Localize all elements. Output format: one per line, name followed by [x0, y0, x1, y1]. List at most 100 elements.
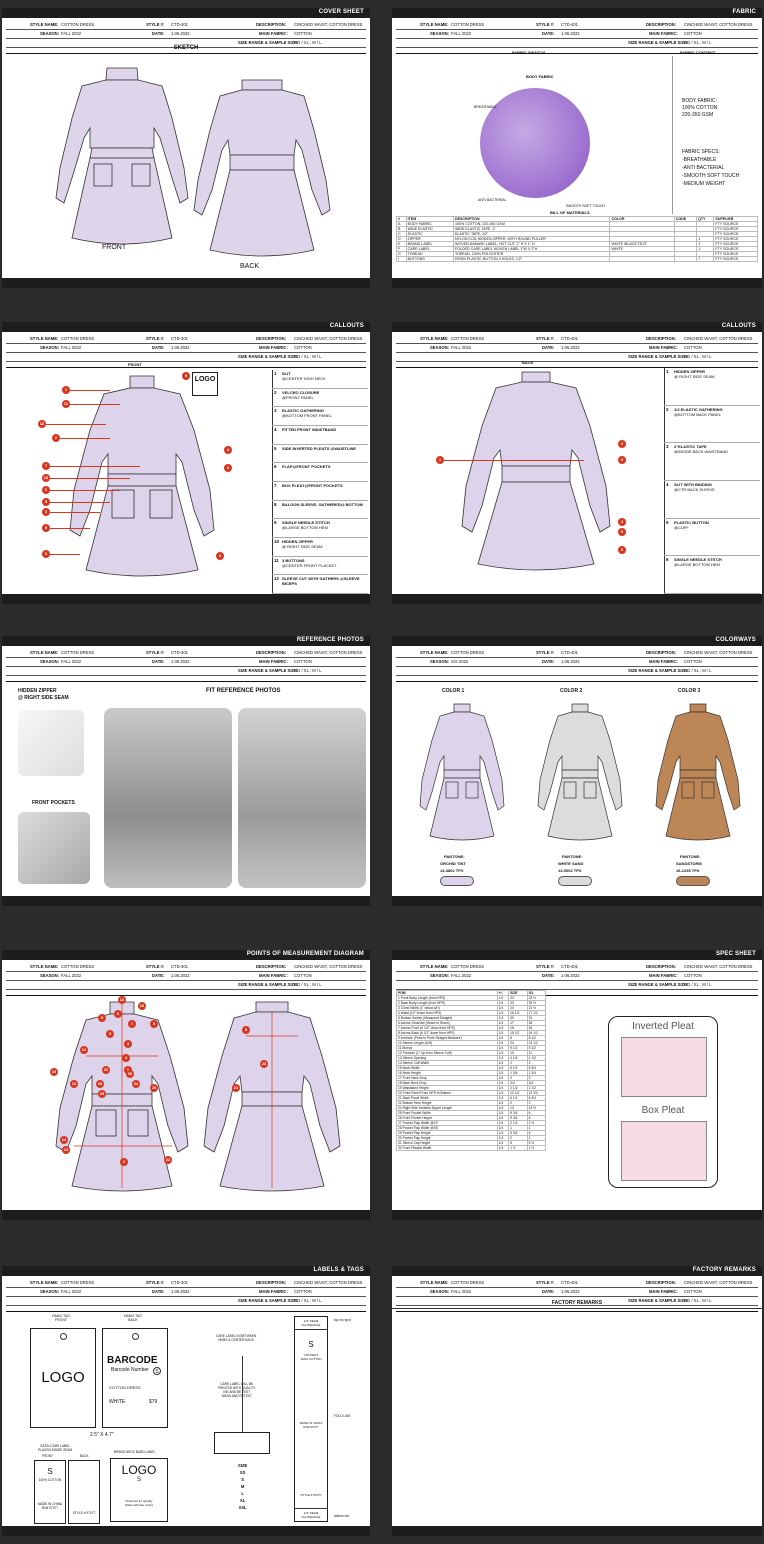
callout-title: 2"ELASTIC TAPE: [674, 444, 707, 450]
callout-text: BALOON SLEEVE, GATHERED@ BOTTOM: [282, 502, 363, 507]
callout-marker: 8: [42, 524, 50, 532]
label-back: BACK: [240, 263, 260, 270]
callout-number: 8: [274, 501, 277, 507]
callout-text: SLEEVE CUT WITH GATHERS @SLEEVE BICEPS: [282, 576, 368, 586]
callout-text: VELCRO CLOSURE@FRONT PANEL: [282, 390, 319, 400]
callout-title: BALOON SLEEVE, GATHERED@ BOTTOM: [282, 501, 363, 507]
callout-text: SLIT WITH BINDING@CTR BACK SLEEVE: [674, 482, 715, 492]
callout-text: FITTED FRONT WAISTBAND: [282, 427, 336, 432]
pantone-label: PANTONE:: [562, 854, 583, 859]
callout-number: 2: [274, 389, 277, 395]
table-cell: [673, 256, 698, 262]
color-label: COLOR 1: [442, 688, 465, 694]
callout-marker: 3: [618, 456, 626, 464]
callout-marker: 5: [98, 1014, 106, 1022]
woven-label-strip: 1/4" SEAM ALLOWANCE S CONTENT 100% COTTO…: [294, 1316, 328, 1522]
callout-sub: @INSIDE BACK WAISTBAND: [674, 449, 729, 455]
header-block: STYLE NAME: COTTON DRESS STYLE #: CTD-40…: [6, 20, 366, 54]
table-cell: FTY SOURCE: [713, 256, 758, 262]
callout-marker: 8: [242, 1026, 250, 1034]
callout-marker: 4: [618, 518, 626, 526]
callout-marker: 14: [60, 1136, 68, 1144]
callout-title: SLIT: [282, 371, 291, 376]
size-item: XXL: [238, 1505, 247, 1510]
fabric-swatch-circle: [480, 88, 590, 198]
callout-marker: 8: [150, 1020, 158, 1028]
pantone-code: 13-0002 TPX: [558, 868, 582, 873]
callout-text: FLAP@FRONT POCKETS: [282, 464, 331, 469]
color-swatch: [676, 876, 710, 886]
callout-title: SLIT WITH BINDING: [674, 482, 712, 487]
callout-text: PLASTIC BUTTON@CUFF: [674, 520, 709, 530]
callout-number: 10: [274, 539, 280, 544]
callout-marker: 21: [232, 1084, 240, 1092]
callout-marker: 4: [224, 446, 232, 454]
table-cell: 1 ½: [526, 1145, 547, 1151]
callout-text: SIDE INVERTED PLEATS @WAISTLINE: [282, 446, 356, 451]
callouts-back-page: CALLOUTS STYLE NAME: COTTON DRESS STYLE …: [392, 322, 762, 604]
leader-line: [50, 502, 110, 503]
color-swatch: [440, 876, 474, 886]
callout-marker: 3: [124, 1040, 132, 1048]
pantone-code: 16-1235 TPX: [676, 868, 700, 873]
callout-title: VELCRO CLOSURE: [282, 389, 320, 395]
callout-sub: @CTR BACK SLEEVE: [674, 487, 715, 492]
pom-back-sketch: [203, 1001, 341, 1192]
callout-marker: 13: [62, 1146, 70, 1154]
brand-label: LOGO S Preferred for Quality Wash with l…: [110, 1458, 168, 1522]
callout-marker: 7: [128, 1020, 136, 1028]
callout-number: 5: [274, 445, 277, 451]
dress-front-sketch: [55, 67, 189, 245]
callout-marker: 9: [106, 1030, 114, 1038]
callout-marker: 24: [132, 1080, 140, 1088]
callout-text: SLIT@CENTER HIGH NECK: [282, 371, 326, 381]
callouts-front-page: CALLOUTS STYLE NAME: COTTON DRESS STYLE …: [2, 322, 370, 604]
callout-back-sketch: [461, 371, 611, 571]
callout-sub: @CENTER HIGH NECK: [282, 376, 326, 381]
pantone-label: PANTONE:: [444, 854, 465, 859]
pom-front-sketch: [55, 1001, 189, 1192]
leader-line: [70, 390, 110, 391]
callout-number: 4: [666, 482, 669, 487]
callout-marker: 26: [150, 1084, 158, 1092]
callout-title: SIDE INVERTED PLEATS @WAISTLINE: [282, 445, 357, 451]
section-sketch: SKETCH: [173, 45, 199, 51]
callout-sub: @LARGE BOTTOM HEM: [282, 525, 328, 531]
callout-text: SINGLE NEEDLE STITCH@LARGE BOTTOM HEM: [282, 520, 330, 530]
callout-title: PLASTIC BUTTON: [674, 519, 709, 525]
callout-sub: @CUFF: [674, 524, 689, 530]
callout-number: 4: [274, 427, 277, 432]
color-swatch: [558, 876, 592, 886]
callout-title: SINGLE NEEDLE STITCH: [282, 520, 330, 526]
callout-marker: 4: [216, 552, 224, 560]
callout-number: 5: [666, 519, 669, 525]
callout-marker: 6: [42, 550, 50, 558]
callout-marker: 6: [114, 1010, 122, 1018]
callout-marker: 30: [126, 1070, 134, 1078]
callout-title: HIDDEN ZIPPER: [674, 369, 705, 374]
colorway-sketch: [419, 703, 505, 841]
leader-line: [50, 466, 140, 467]
callout-text: BOX PLEAT@FRONT POCKETS: [282, 483, 343, 488]
pantone-code: 13-3802 TPX: [440, 868, 464, 873]
leader-line: [70, 404, 120, 405]
callout-front-sketch: [69, 375, 215, 577]
callout-marker: 11: [62, 400, 70, 408]
callout-item: 8 BALOON SLEEVE, GATHERED@ BOTTOM: [272, 501, 368, 520]
callout-sub: @CENTER FRONT PLACKET: [282, 562, 337, 568]
page-title: COVER SHEET: [318, 9, 364, 15]
callout-text: 1/2 ELASTIC GATHERING@BOTTOM BACK PANEL: [674, 407, 723, 417]
callout-sub: @ RIGHT SIDE SEAM: [674, 374, 715, 379]
callout-title: 3 BUTTONS: [282, 557, 305, 563]
callout-item: 4 FITTED FRONT WAISTBAND: [272, 426, 368, 445]
callout-sub: @BOTTOM FRONT PANEL: [282, 413, 332, 419]
